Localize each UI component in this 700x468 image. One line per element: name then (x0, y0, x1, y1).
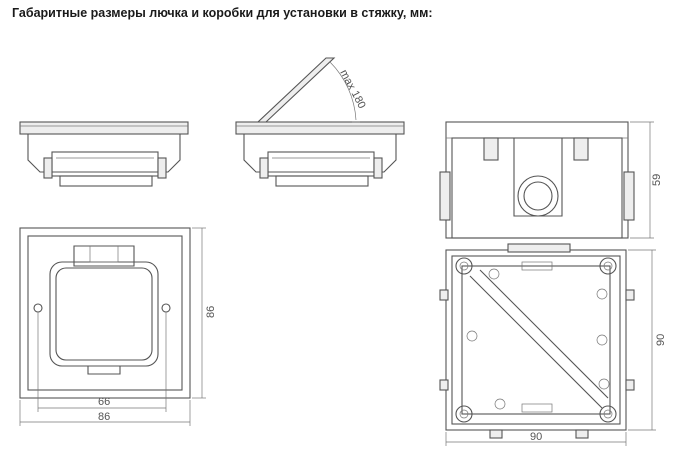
lid-top-view (19, 227, 206, 426)
side-view-closed (19, 121, 189, 187)
box-height-dimension: 59 (651, 174, 663, 186)
box-side-view (439, 121, 654, 239)
hinge-angle-label: max 180 (337, 68, 367, 111)
side-view-open (235, 57, 405, 187)
lid-width-dimension: 86 (98, 411, 110, 423)
box-top-view (439, 243, 656, 446)
box-side-width-dimension: 90 (530, 431, 542, 443)
box-side-height-dimension: 90 (655, 334, 667, 346)
lid-hole-spacing-dimension: 66 (98, 396, 110, 408)
page-title: Габаритные размеры лючка и коробки для у… (12, 6, 433, 20)
lid-height-dimension: 86 (205, 306, 217, 318)
